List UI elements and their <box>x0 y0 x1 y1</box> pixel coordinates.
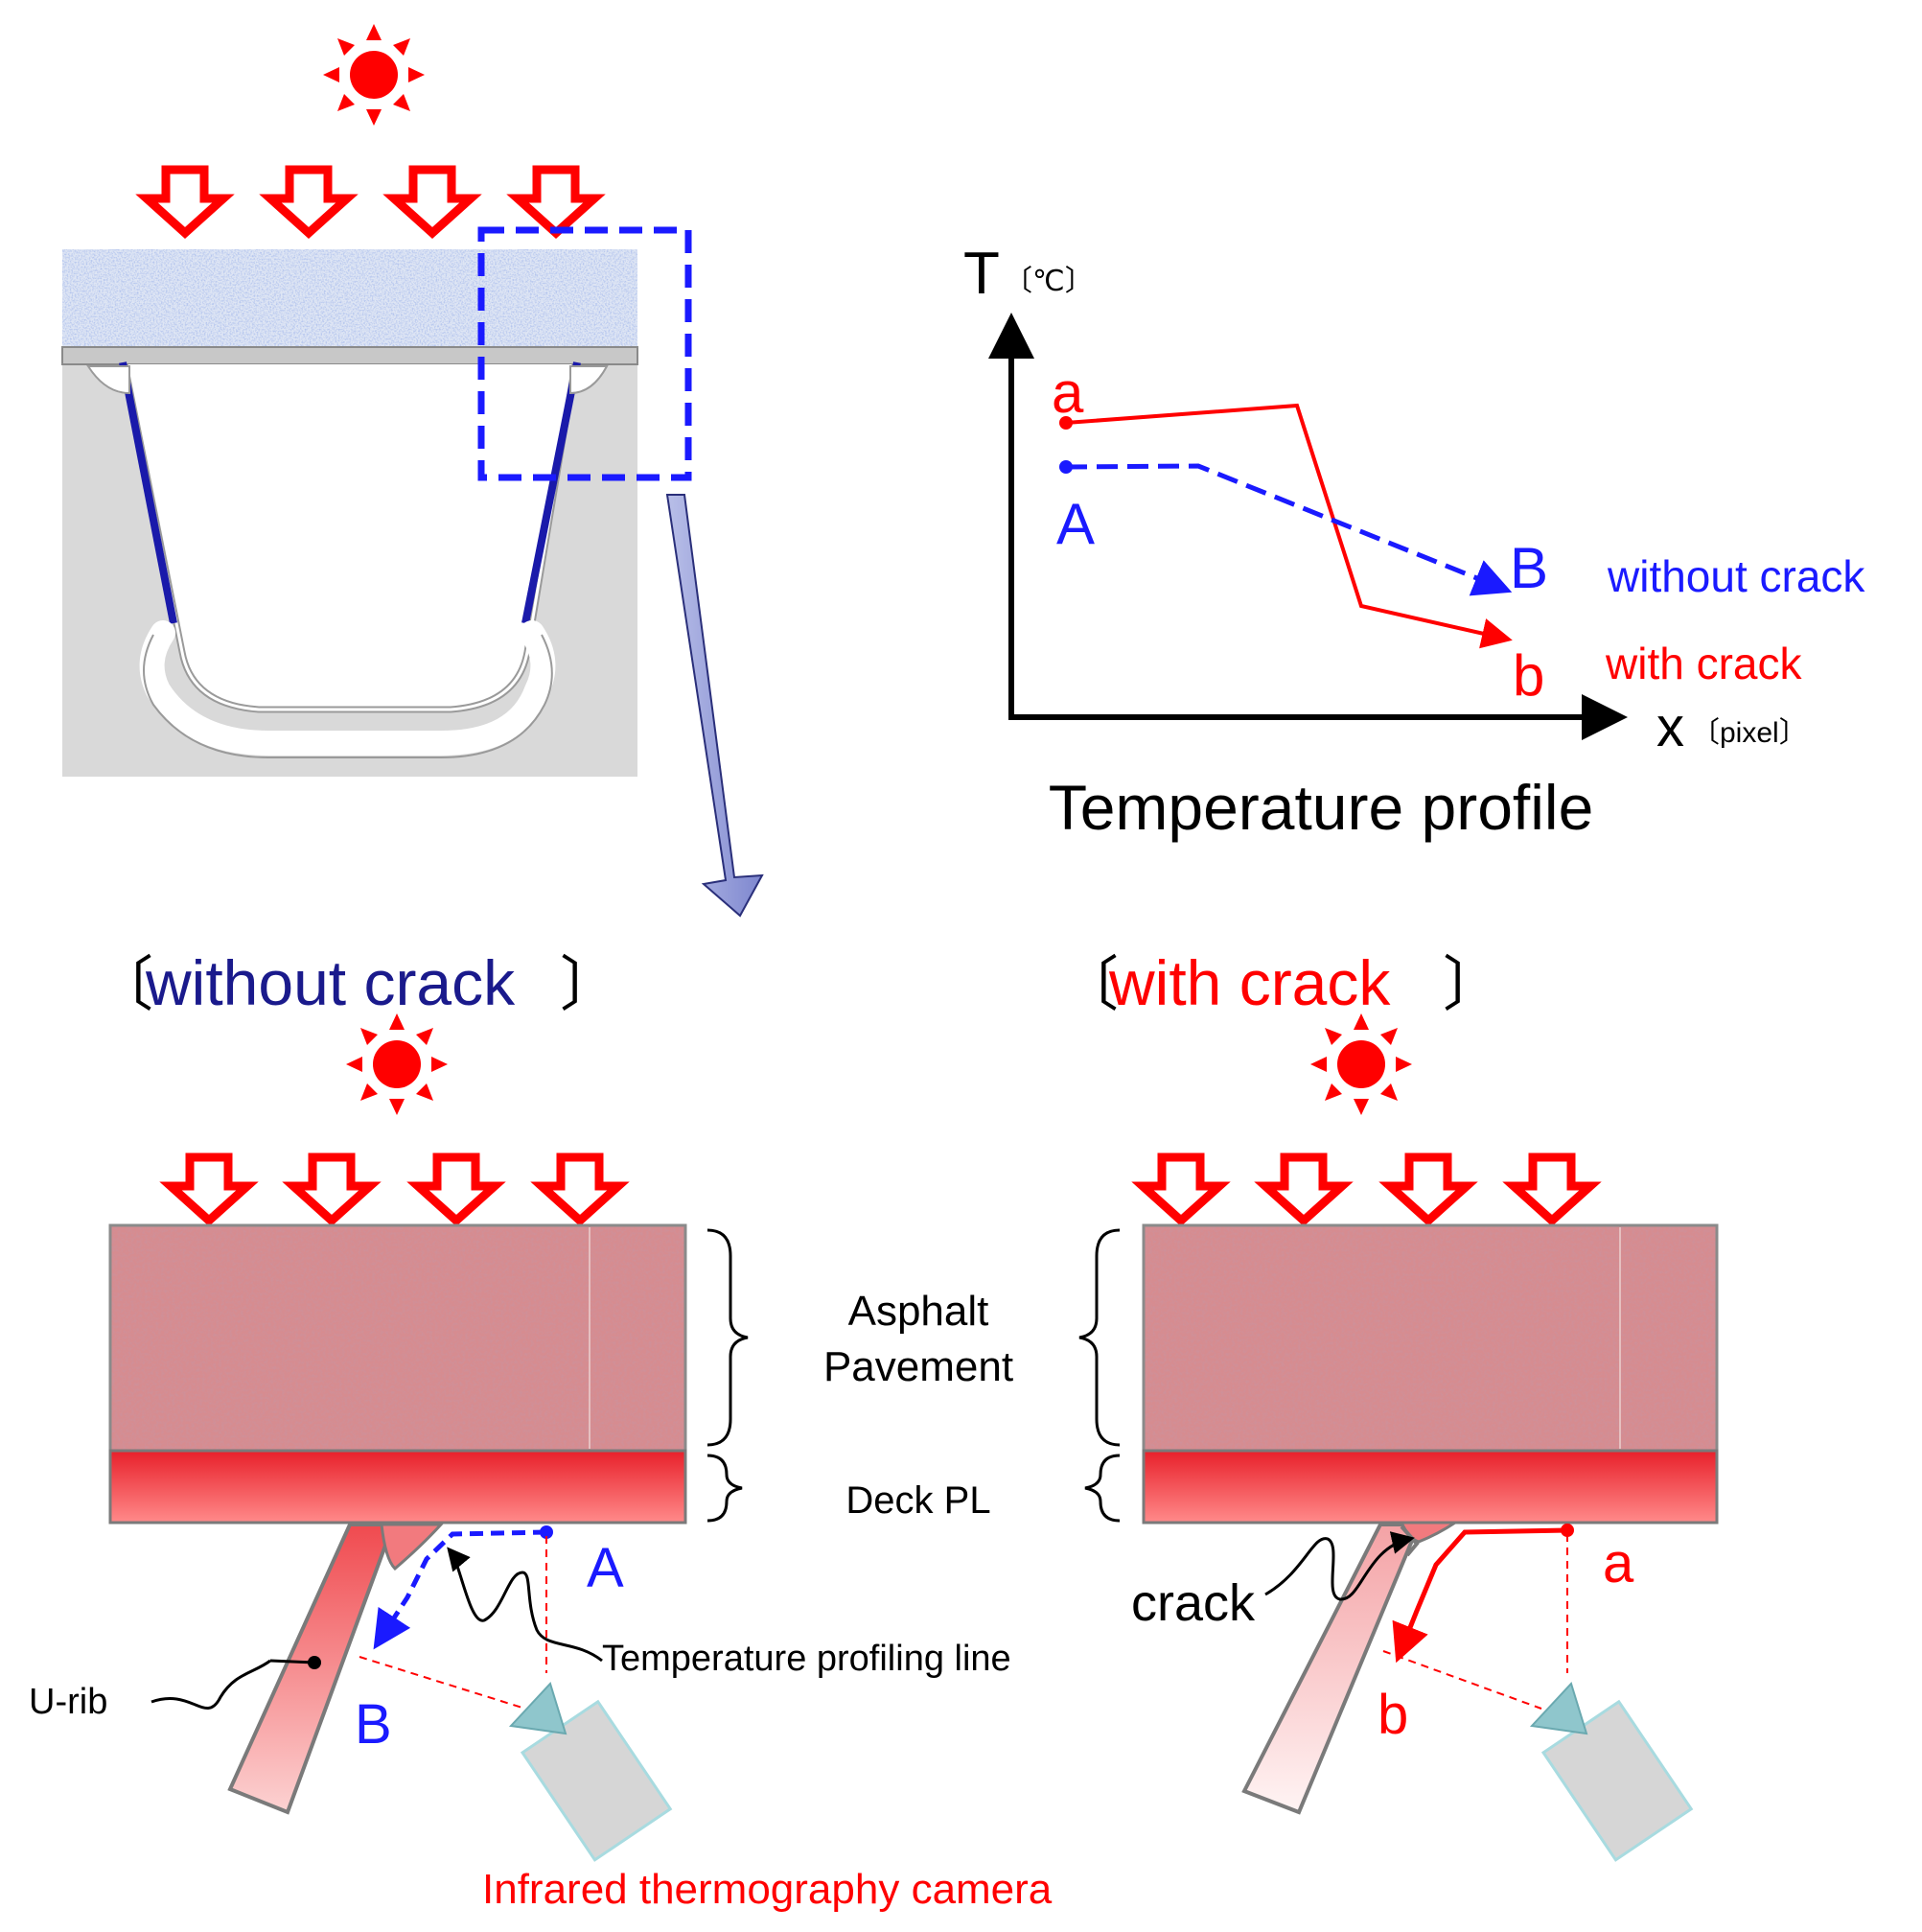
overview-bottom-support <box>139 620 556 756</box>
right-label-b: b <box>1378 1684 1408 1746</box>
focus-region <box>477 226 692 481</box>
chart-point-a <box>1059 416 1073 430</box>
deck-brace-right <box>1084 1454 1121 1523</box>
overview-pavement-texture <box>62 249 637 350</box>
down-arrow-icon <box>1390 1157 1467 1221</box>
panel-left-open-bracket: 〔 <box>94 952 153 1018</box>
chart-y-axis-symbol: T <box>963 241 1000 307</box>
u-rib-leader <box>151 1659 271 1710</box>
left-point-A <box>540 1525 553 1539</box>
right-profiling-line <box>1392 1527 1568 1664</box>
down-arrow-icon <box>1265 1157 1342 1221</box>
sun-icon <box>346 1013 448 1115</box>
deck-label: Deck PL <box>845 1479 990 1522</box>
panel-with-crack: 〔 with crack 〕 a b crack <box>1059 947 1719 1862</box>
left-weld <box>380 1523 445 1571</box>
profiling-line-label: Temperature profiling line <box>602 1639 1011 1679</box>
chart-x-axis-unit: 〔pixel〕 <box>1691 717 1808 749</box>
panel-right-open-bracket: 〔 <box>1059 952 1119 1018</box>
down-arrow-icon <box>418 1157 495 1221</box>
down-arrow-icon <box>293 1157 370 1221</box>
chart-series-with-crack <box>1065 403 1513 649</box>
layer-labels: Asphalt Pavement Deck PL <box>706 1228 1121 1523</box>
panel-left-title: without crack <box>145 947 516 1018</box>
camera-icon <box>1529 1682 1694 1862</box>
down-arrow-icon <box>147 170 223 233</box>
asphalt-label-line2: Pavement <box>823 1343 1013 1390</box>
asphalt-label-line1: Asphalt <box>848 1288 989 1335</box>
overview-trough-interior <box>125 364 575 710</box>
overview-weld-left <box>119 361 177 624</box>
camera-label: Infrared thermography camera <box>482 1866 1053 1913</box>
left-label-A: A <box>587 1537 624 1599</box>
left-label-B: B <box>355 1693 392 1756</box>
right-point-a <box>1561 1524 1574 1537</box>
down-arrow-icon <box>542 1157 618 1221</box>
right-label-a: a <box>1603 1532 1634 1594</box>
chart-point-A <box>1059 460 1073 474</box>
deck-brace-left <box>706 1454 743 1523</box>
u-rib-label: U-rib <box>29 1682 107 1722</box>
camera-icon <box>508 1682 673 1862</box>
left-profiling-line <box>373 1529 547 1650</box>
panel-left-close-bracket: 〕 <box>560 952 619 1018</box>
crack-label: crack <box>1131 1574 1256 1632</box>
sun-icon <box>1310 1013 1412 1115</box>
overview-diagram <box>61 24 764 918</box>
chart-label-A: A <box>1056 492 1095 556</box>
down-arrow-icon <box>1514 1157 1590 1221</box>
down-arrow-icon <box>270 170 347 233</box>
asphalt-brace-right <box>1078 1228 1121 1447</box>
panel-without-crack: 〔 without crack 〕 A B <box>29 947 1053 1913</box>
temperature-profile-chart: T 〔℃〕 x 〔pixel〕 a A B b without crack wi… <box>963 241 1865 843</box>
overview-weld-right <box>521 361 581 624</box>
panel-right-title: with crack <box>1108 947 1391 1018</box>
down-arrow-icon <box>518 170 594 233</box>
chart-label-a: a <box>1052 361 1084 425</box>
sun-icon <box>323 24 425 126</box>
chart-y-axis-unit: 〔℃〕 <box>1004 266 1094 297</box>
right-deck-plate <box>1142 1449 1719 1525</box>
overview-deck-plate <box>61 346 638 365</box>
chart-label-b: b <box>1513 643 1544 708</box>
zoom-arrow <box>665 494 764 918</box>
chart-label-B: B <box>1510 536 1548 600</box>
down-arrow-icon <box>171 1157 247 1221</box>
legend-without-crack: without crack <box>1607 551 1865 601</box>
chart-x-axis-symbol: x <box>1656 696 1684 758</box>
crack-leader <box>1264 1531 1415 1601</box>
down-arrow-icon <box>1143 1157 1219 1221</box>
right-u-rib <box>1241 1523 1422 1815</box>
down-arrow-icon <box>394 170 471 233</box>
profiling-line-leader <box>447 1547 603 1663</box>
asphalt-brace-left <box>706 1228 749 1447</box>
left-deck-plate <box>108 1449 687 1525</box>
panel-right-close-bracket: 〕 <box>1443 952 1502 1018</box>
chart-series-without-crack <box>1065 463 1513 596</box>
legend-with-crack: with crack <box>1605 639 1802 688</box>
chart-caption: Temperature profile <box>1049 772 1594 843</box>
